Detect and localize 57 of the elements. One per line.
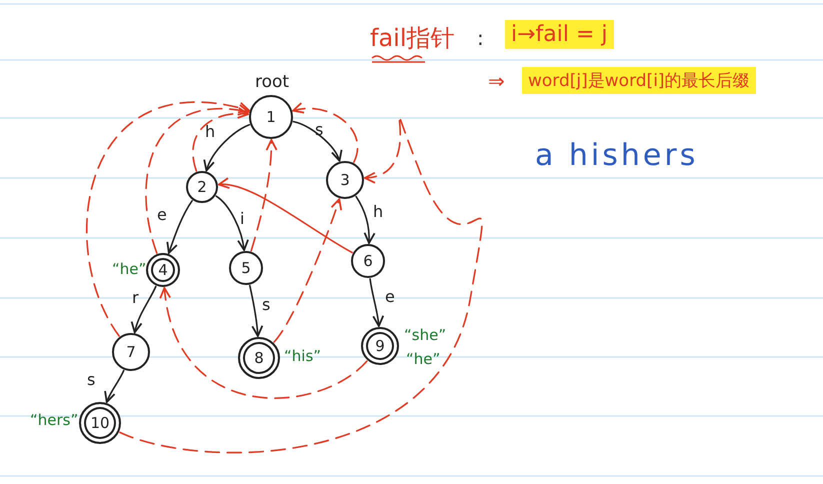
transition-arrow: [216, 195, 249, 251]
implies-mark: ⇒: [488, 69, 505, 93]
transition-arrow: [204, 124, 250, 172]
edge-label: h: [205, 122, 216, 141]
matched-word-label: “he”: [112, 260, 146, 278]
fail-pointer-arrow: [145, 104, 250, 254]
accept-state-circle: [238, 337, 280, 379]
matched-word-label: “she”: [404, 326, 446, 344]
state-number: 6: [363, 252, 373, 270]
fail-pointer-arrow: [192, 108, 250, 172]
state-circle: [229, 251, 263, 285]
accept-state-circle: [361, 327, 399, 365]
state-circle: [351, 244, 385, 278]
transition-arrow: [292, 120, 342, 162]
state-circle: [249, 95, 293, 139]
edge-label: h: [373, 202, 384, 221]
formula-label: fail指针: [370, 23, 454, 54]
transition-arrow: [369, 278, 384, 327]
fail-pointer-arrow: [160, 287, 368, 399]
fail-pointer-arrow: [292, 102, 358, 163]
state-number: 4: [158, 261, 168, 279]
edge-label: s: [87, 370, 96, 389]
edge-label: s: [262, 295, 270, 314]
fail-pointer-arrow: [250, 139, 278, 252]
definition-label: word[j]是word[i]的最长后缀: [522, 67, 756, 94]
state-circle: [326, 161, 364, 199]
edge-label: e: [385, 287, 395, 306]
state-number: 9: [375, 337, 385, 355]
edge-label: e: [157, 205, 167, 224]
fail-pointer-arrow: [218, 178, 353, 254]
matched-word-label: “he”: [406, 350, 440, 368]
state-number: 10: [90, 414, 110, 432]
state-number: 1: [266, 108, 276, 126]
formula-label: i→fail = j: [505, 20, 614, 49]
fail-pointer-arrow: [86, 102, 250, 337]
state-number: 2: [197, 178, 207, 196]
accept-state-circle: [146, 253, 180, 287]
transition-arrow: [355, 196, 376, 244]
edge-label: r: [132, 288, 139, 307]
transition-arrow: [131, 286, 157, 334]
input-string-label: a hishers: [535, 138, 698, 173]
fail-pointer-arrow: [273, 198, 342, 343]
state-number: 3: [340, 171, 350, 189]
matched-word-label: “hers”: [30, 411, 78, 429]
state-circle: [112, 333, 150, 371]
state-number: 8: [254, 349, 264, 367]
colon-mark: :: [477, 26, 484, 50]
root-label: root: [255, 72, 290, 92]
edge-label: i: [240, 209, 244, 228]
matched-word-label: “his”: [284, 347, 322, 365]
state-number: 7: [126, 343, 136, 361]
state-circle: [186, 171, 218, 203]
transition-arrow: [249, 284, 264, 337]
transition-arrow: [104, 370, 124, 403]
accept-state-circle: [79, 402, 121, 444]
state-number: 5: [241, 259, 251, 277]
transition-arrow: [166, 200, 193, 254]
